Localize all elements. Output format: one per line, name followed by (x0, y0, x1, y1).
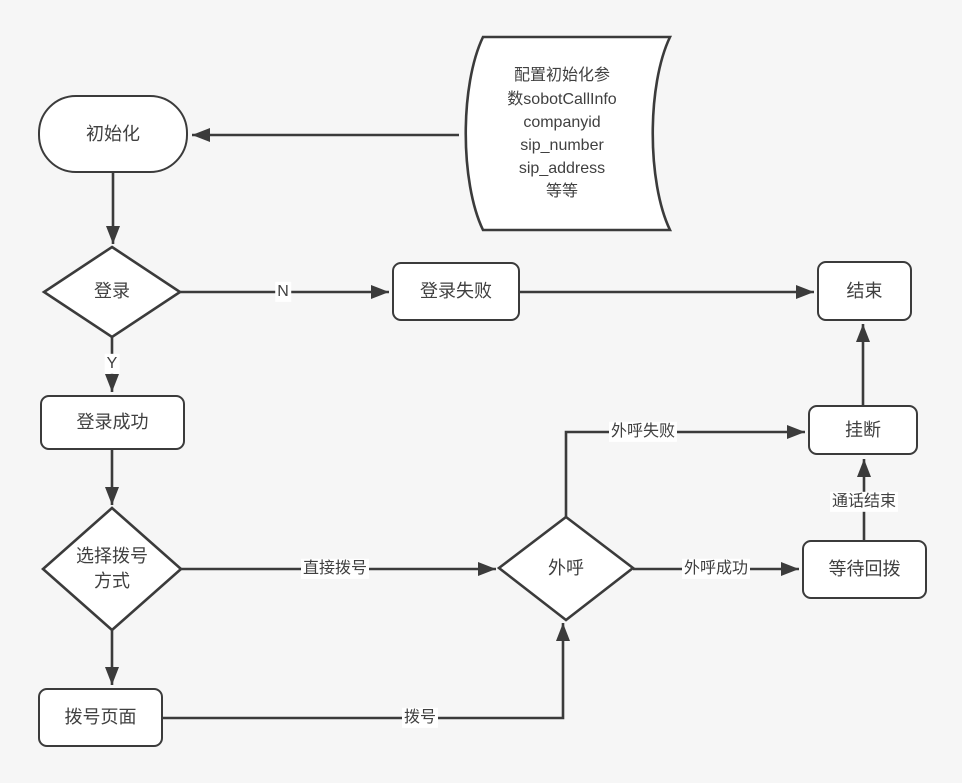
node-login-success: 登录成功 (40, 395, 185, 450)
node-end-label: 结束 (846, 280, 883, 301)
node-init: 初始化 (38, 95, 188, 173)
edge-outbound-to-hangup (564, 425, 805, 517)
node-login-fail-label: 登录失败 (420, 281, 492, 302)
edge-label-outbound-fail: 外呼失败 (608, 421, 678, 443)
edge-label-outbound-success: 外呼成功 (681, 558, 751, 580)
node-login-fail: 登录失败 (392, 262, 520, 321)
node-dial-page-label: 拨号页面 (64, 707, 137, 728)
choose-dial-decision-shape (41, 506, 183, 632)
edge-label-call-ended: 通话结束 (829, 491, 899, 513)
edge-label-no: N (275, 281, 291, 303)
node-hangup-label: 挂断 (845, 419, 881, 440)
outbound-decision-shape (496, 515, 636, 622)
login-decision-shape (41, 245, 183, 339)
edge-label-yes: Y (104, 353, 120, 375)
node-hangup: 挂断 (808, 405, 918, 455)
node-end: 结束 (817, 261, 912, 321)
edge-label-direct-dial: 直接拨号 (300, 558, 370, 580)
node-wait-callback: 等待回拨 (802, 540, 927, 599)
config-document-shape (464, 35, 673, 232)
edge-dial-page-to-outbound (163, 623, 570, 720)
node-login-success-label: 登录成功 (76, 412, 149, 433)
node-wait-callback-label: 等待回拨 (828, 559, 901, 580)
edge-label-dial: 拨号 (401, 707, 439, 729)
node-init-label: 初始化 (86, 123, 140, 144)
node-dial-page: 拨号页面 (38, 688, 163, 747)
